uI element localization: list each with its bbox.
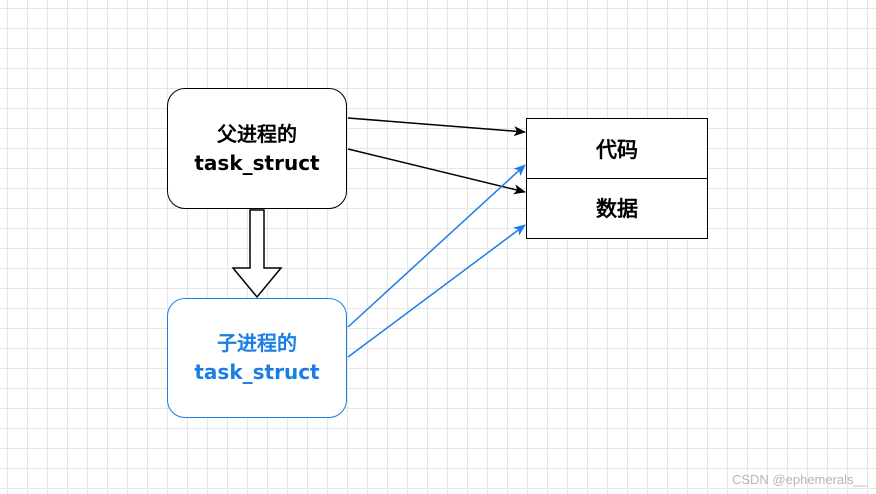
parent-box-subtitle: task_struct: [194, 150, 320, 175]
arrow-parent-to-data: [347, 148, 526, 195]
memory-block[interactable]: 代码 数据: [526, 118, 708, 239]
arrow-parent-to-code: [347, 117, 526, 137]
watermark: CSDN @ephemerals__: [731, 472, 868, 487]
data-label: 数据: [596, 197, 638, 221]
parent-task-struct-box[interactable]: 父进程的 task_struct: [167, 88, 347, 209]
arrow-child-to-code: [347, 164, 526, 328]
code-cell[interactable]: 代码: [527, 119, 707, 179]
child-box-subtitle: task_struct: [194, 360, 320, 384]
data-cell[interactable]: 数据: [527, 178, 707, 238]
child-box-title: 子进程的: [217, 331, 297, 355]
code-label: 代码: [596, 137, 638, 162]
parent-box-title: 父进程的: [217, 121, 297, 146]
fork-arrow-icon: [231, 209, 283, 299]
arrow-child-to-data: [347, 224, 526, 358]
child-task-struct-box[interactable]: 子进程的 task_struct: [167, 298, 347, 418]
